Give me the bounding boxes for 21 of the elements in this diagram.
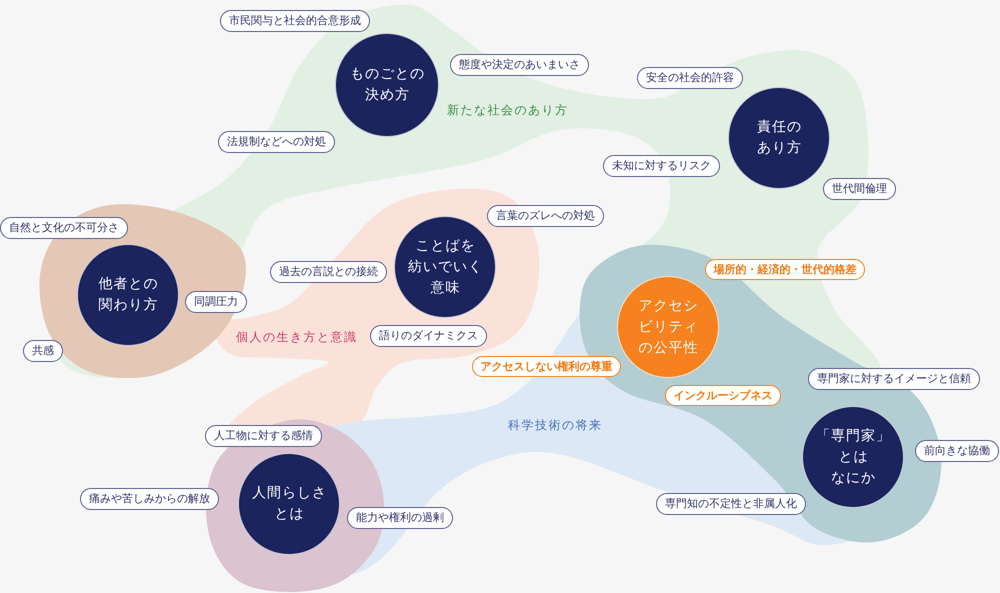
region-label: 個人の生き方と意識 (236, 329, 358, 345)
topic-label: ものごとの決め方 (349, 65, 425, 105)
keyword-tag: 専門家に対するイメージと信頼 (808, 368, 980, 390)
keyword-tag: 未知に対するリスク (603, 155, 720, 177)
keyword-tag: 世代間倫理 (823, 178, 896, 200)
keyword-tag: 言葉のズレへの対処 (487, 205, 604, 227)
keyword-tag: 安全の社会的許容 (637, 67, 743, 89)
topic-label: 「専門家」とはなにか (815, 426, 891, 488)
keyword-tag: 自然と文化の不可分さ (0, 217, 128, 239)
keyword-tag: 共感 (23, 340, 63, 362)
topic-label: アクセシビリティの公平性 (638, 296, 698, 358)
keyword-tag: 市民関与と社会的合意形成 (220, 10, 370, 32)
topic-label: 責任のあり方 (756, 118, 802, 158)
keyword-tag: 前向きな協働 (915, 440, 999, 462)
keyword-tag: 態度や決定のあいまいさ (450, 54, 589, 76)
keyword-tag: 痛みや苦しみからの解放 (80, 488, 219, 510)
topic-label: 人間らしさとは (251, 484, 327, 524)
topic-label: 他者との関わり方 (98, 275, 158, 315)
region-label: 科学技術の将来 (508, 417, 602, 433)
topic-label: ことばを紡いでいく意味 (407, 236, 483, 298)
region-label: 新たな社会のあり方 (447, 102, 568, 118)
